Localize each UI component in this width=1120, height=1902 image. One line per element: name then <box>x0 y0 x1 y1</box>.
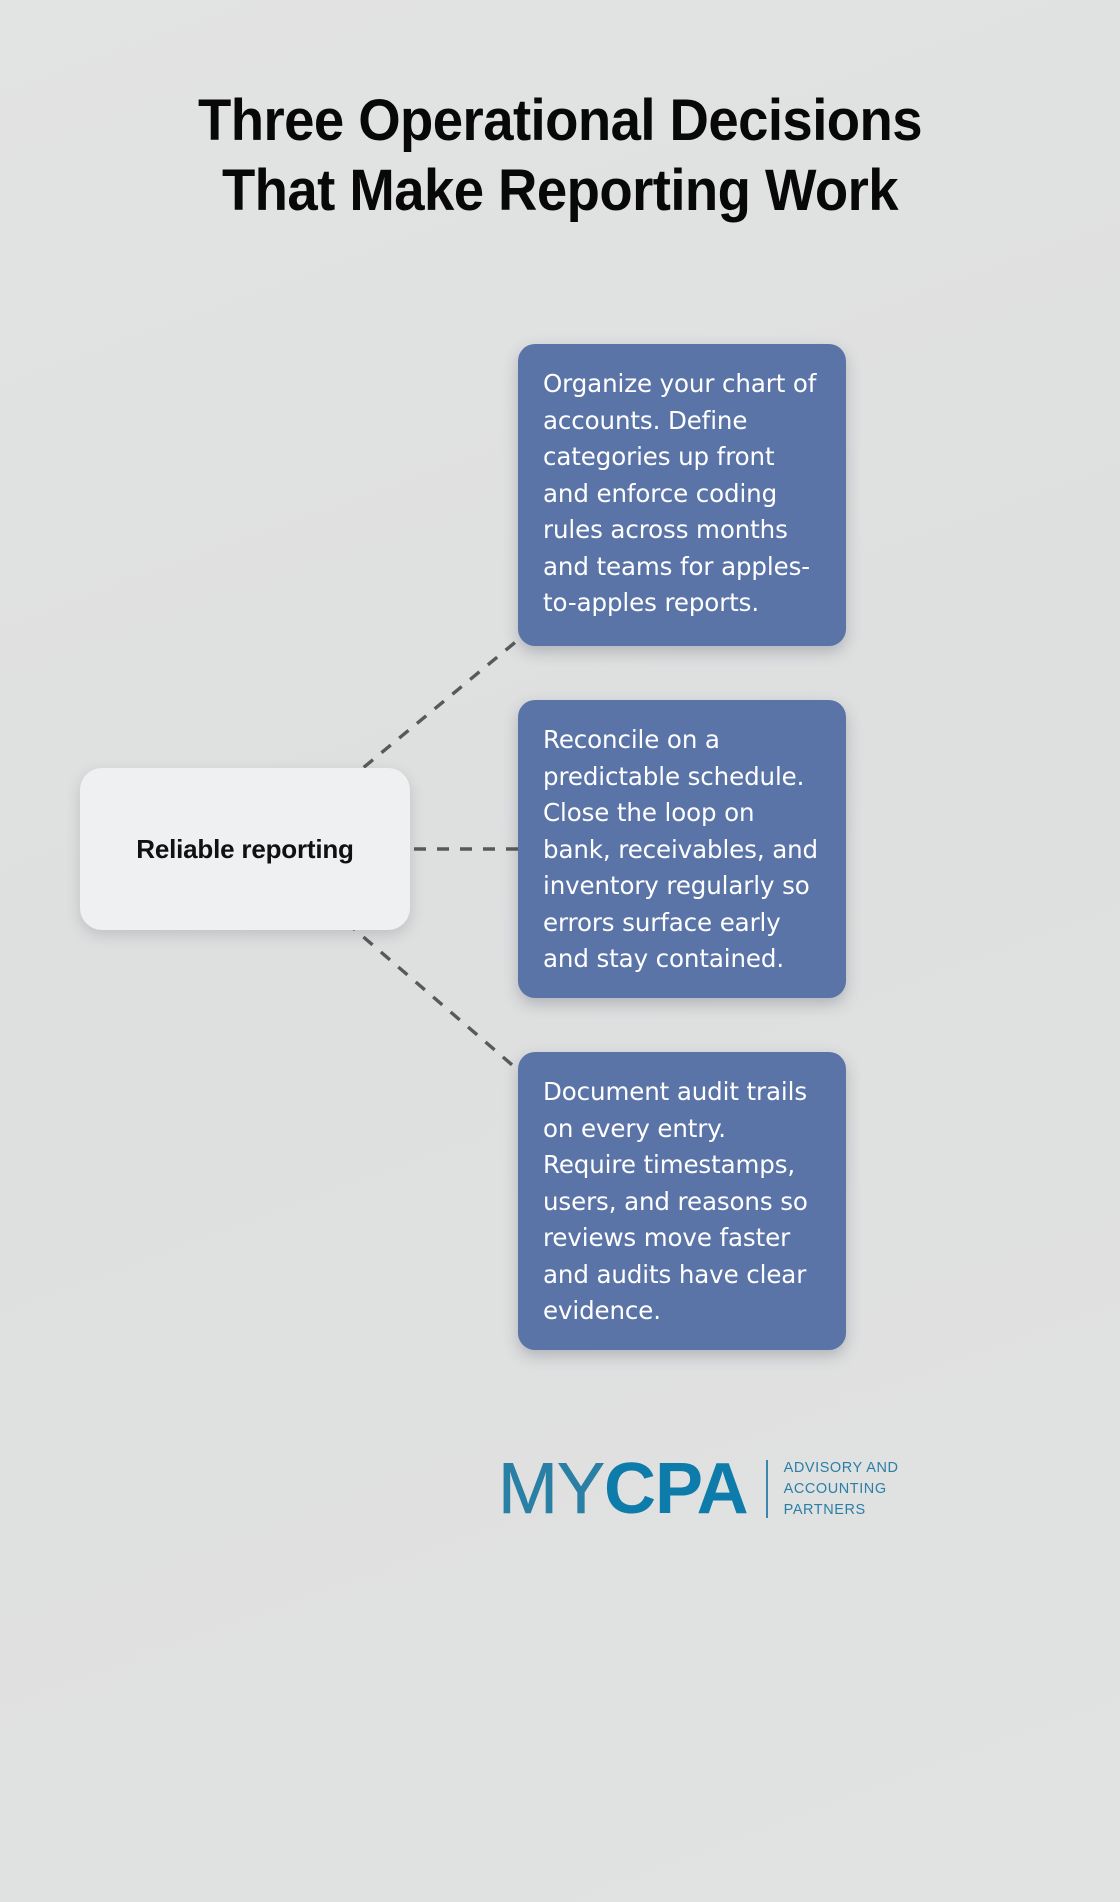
brand-logo-tagline-line-2: ACCOUNTING <box>783 1480 887 1497</box>
detail-card-3[interactable]: Document audit trails on every entry. Re… <box>518 1052 846 1350</box>
brand-logo-divider <box>765 1460 768 1518</box>
brand-logo-cpa: CPA <box>604 1449 749 1529</box>
connector-line-to-card-3 <box>344 920 520 1072</box>
brand-logo-my: MY <box>498 1449 606 1529</box>
brand-logo: MY CPA ADVISORY AND ACCOUNTING PARTNERS <box>498 1448 898 1530</box>
detail-card-1-text: Organize your chart of accounts. Define … <box>543 369 817 617</box>
page-title: Three Operational Decisions That Make Re… <box>0 86 1120 226</box>
hub-node-reliable-reporting[interactable]: Reliable reporting <box>80 768 410 930</box>
page-title-line-2: That Make Reporting Work <box>221 158 899 223</box>
brand-logo-tagline: ADVISORY AND ACCOUNTING PARTNERS <box>784 1458 899 1521</box>
detail-card-3-text: Document audit trails on every entry. Re… <box>543 1077 808 1325</box>
hub-node-label: Reliable reporting <box>136 833 354 864</box>
detail-card-2-text: Reconcile on a predictable schedule. Clo… <box>543 725 818 973</box>
detail-card-2[interactable]: Reconcile on a predictable schedule. Clo… <box>518 700 846 998</box>
connector-line-to-card-1 <box>344 638 520 784</box>
page-title-line-1: Three Operational Decisions <box>197 88 923 153</box>
brand-logo-tagline-line-3: PARTNERS <box>783 1501 866 1518</box>
brand-logo-tagline-line-1: ADVISORY AND <box>783 1459 899 1476</box>
detail-card-1[interactable]: Organize your chart of accounts. Define … <box>518 344 846 646</box>
